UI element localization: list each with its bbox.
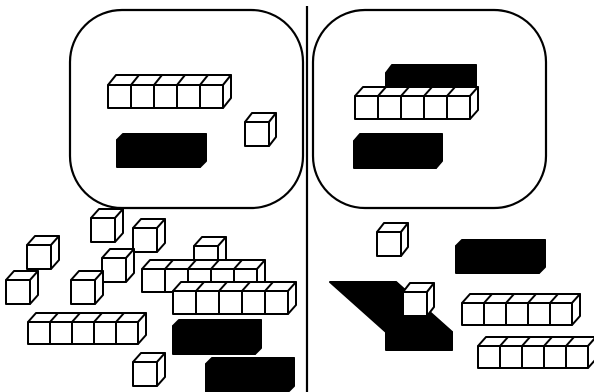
loose-slab-2 bbox=[206, 358, 294, 392]
right-frame-rod bbox=[355, 87, 478, 119]
loose-cube-5 bbox=[102, 249, 134, 282]
left-frame-cube bbox=[245, 113, 276, 146]
right-loose-slab bbox=[456, 240, 545, 273]
loose-cube-1 bbox=[91, 209, 123, 242]
loose-cube-8 bbox=[133, 353, 165, 386]
right-loose-rod-2 bbox=[478, 337, 594, 368]
loose-rod-2 bbox=[173, 282, 296, 314]
loose-cube-6 bbox=[6, 271, 38, 304]
loose-cube-7 bbox=[71, 271, 103, 304]
loose-cube-2 bbox=[133, 219, 165, 252]
right-loose-cube-1 bbox=[377, 223, 408, 256]
loose-cube-3 bbox=[27, 236, 59, 269]
right-loose-rod-1 bbox=[462, 294, 580, 325]
loose-slab-1 bbox=[173, 320, 261, 354]
left-frame-rod bbox=[108, 75, 231, 108]
loose-rod-3 bbox=[28, 313, 146, 344]
right-frame-slab-bottom bbox=[354, 134, 442, 168]
left-frame-slab bbox=[117, 134, 206, 167]
right-loose-cube-2 bbox=[403, 283, 434, 316]
